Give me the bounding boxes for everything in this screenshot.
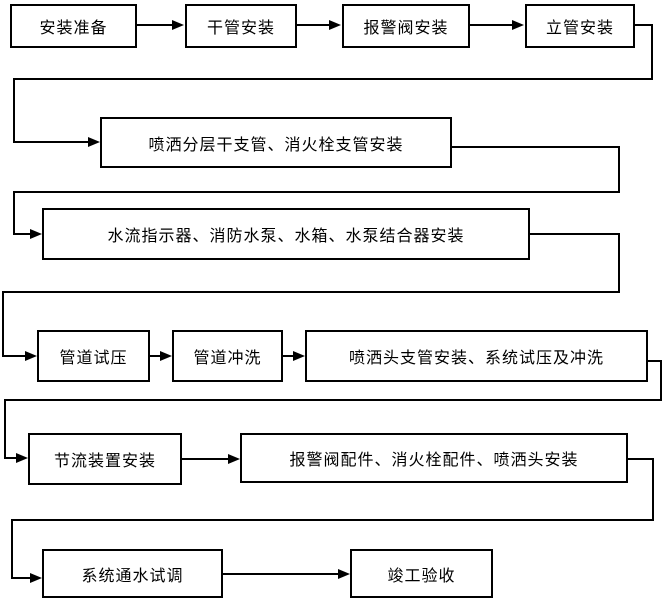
connector-segment [223, 573, 340, 575]
connector-segment [4, 399, 6, 459]
arrowhead-icon [30, 573, 42, 583]
step-pipe-flushing: 管道冲洗 [172, 330, 283, 382]
arrowhead-icon [30, 229, 42, 239]
step-riser-pipe-installation: 立管安装 [525, 4, 635, 48]
step-sprinkler-branch-pipe-installation: 喷洒分层干支管、消火栓支管安装 [100, 117, 452, 168]
connector-segment [13, 233, 32, 235]
step-system-water-test-adjustment: 系统通水试调 [42, 549, 223, 598]
step-sprinkler-head-branch-system-test-flushing: 喷洒头支管安装、系统试压及冲洗 [305, 330, 648, 382]
arrowhead-icon [338, 569, 350, 579]
connector-segment [652, 458, 654, 521]
connector-segment [137, 24, 174, 26]
step-alarm-valve-hydrant-sprinkler-fittings-installation: 报警阀配件、消火栓配件、喷洒头安装 [240, 433, 628, 483]
connector-segment [452, 146, 620, 148]
connector-segment [618, 233, 620, 293]
arrowhead-icon [172, 20, 184, 30]
connector-segment [11, 519, 13, 579]
connector-segment [4, 399, 662, 401]
connector-segment [283, 355, 295, 357]
arrowhead-icon [88, 137, 100, 147]
connector-segment [470, 24, 514, 26]
connector-segment [651, 24, 653, 80]
arrowhead-icon [160, 351, 172, 361]
arrowhead-icon [293, 351, 305, 361]
connector-segment [648, 360, 662, 362]
connector-segment [4, 457, 18, 459]
connector-segment [13, 191, 15, 235]
connector-segment [530, 233, 620, 235]
step-completion-acceptance: 竣工验收 [350, 549, 493, 598]
connector-segment [13, 78, 653, 80]
arrowhead-icon [25, 351, 37, 361]
step-installation-preparation: 安装准备 [10, 4, 137, 48]
connector-segment [11, 519, 654, 521]
step-flow-indicator-pump-tank-installation: 水流指示器、消防水泵、水箱、水泵结合器安装 [42, 208, 530, 260]
connector-segment [2, 355, 27, 357]
connector-segment [660, 360, 662, 401]
connector-segment [628, 458, 654, 460]
step-main-pipe-installation: 干管安装 [185, 4, 297, 48]
connector-segment [13, 78, 15, 143]
connector-segment [635, 24, 653, 26]
connector-segment [618, 146, 620, 193]
connector-segment [297, 24, 331, 26]
connector-segment [182, 458, 230, 460]
arrowhead-icon [512, 20, 524, 30]
connector-segment [13, 191, 620, 193]
arrowhead-icon [329, 20, 341, 30]
arrowhead-icon [16, 453, 28, 463]
step-pipe-pressure-test: 管道试压 [37, 330, 150, 382]
connector-segment [13, 141, 90, 143]
step-alarm-valve-installation: 报警阀安装 [342, 4, 470, 48]
arrowhead-icon [228, 454, 240, 464]
connector-segment [2, 291, 620, 293]
connector-segment [150, 355, 162, 357]
connector-segment [2, 291, 4, 357]
step-throttle-device-installation: 节流装置安装 [28, 433, 182, 485]
connector-segment [11, 577, 32, 579]
